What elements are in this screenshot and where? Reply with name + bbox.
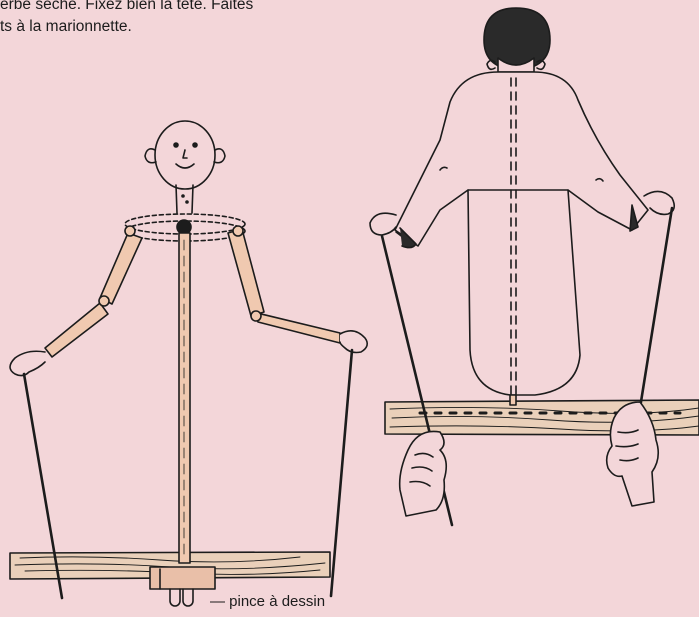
skeleton-head (145, 121, 225, 213)
right-arm (228, 226, 367, 353)
operator-right-hand (607, 402, 659, 506)
puppet-head-back (484, 8, 550, 72)
robe (395, 72, 648, 405)
dressed-puppet (370, 8, 699, 525)
central-rod (179, 233, 190, 563)
operator-left-hand (400, 431, 447, 516)
clothes-peg-caption: — pince à dessin (210, 593, 325, 610)
skeleton-puppet (10, 121, 367, 606)
clothes-peg-icon (150, 567, 215, 606)
left-arm (10, 226, 142, 376)
